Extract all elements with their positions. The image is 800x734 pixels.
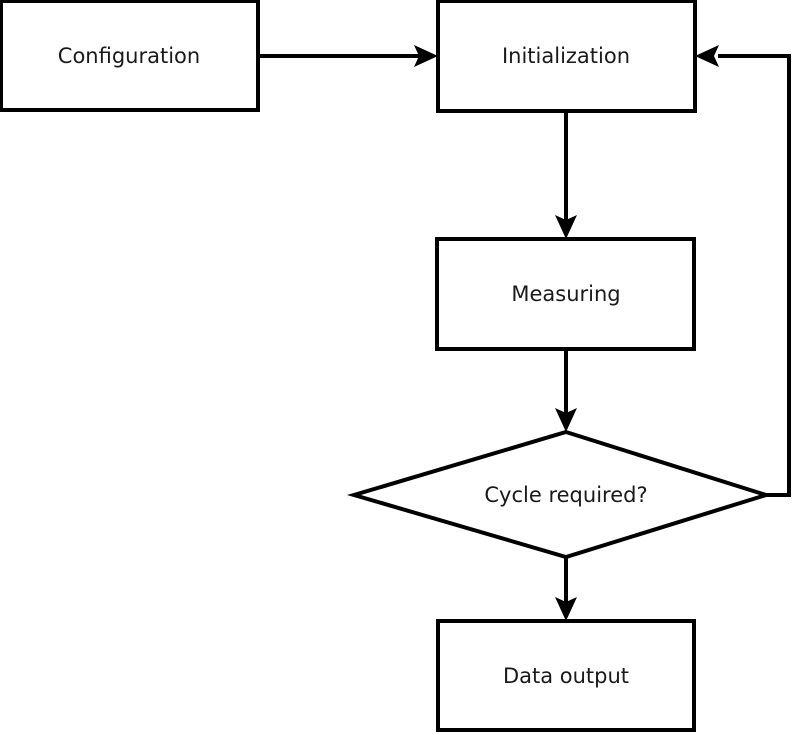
node-label-measuring: Measuring [511, 282, 620, 306]
arrowhead-right-icon [414, 45, 438, 67]
node-configuration[interactable]: Configuration [0, 0, 260, 112]
node-shape-data-output[interactable] [436, 619, 696, 732]
edge-measuring-to-cycle-required [555, 349, 577, 432]
edges-layer [258, 45, 791, 621]
node-shape-measuring[interactable] [435, 237, 696, 351]
edge-configuration-to-initialization [258, 45, 438, 67]
arrowhead-down-icon [555, 597, 577, 621]
node-shape-initialization[interactable] [436, 0, 697, 113]
edge-line-cycle-required-to-initialization-feedback [718, 54, 791, 497]
edge-initialization-to-measuring [555, 111, 577, 239]
node-cycle-required[interactable]: Cycle required? [346, 429, 773, 560]
node-label-initialization: Initialization [502, 44, 630, 68]
nodes-layer: Configuration Initialization Measuring C… [0, 0, 773, 732]
edge-cycle-required-to-initialization-feedback [695, 45, 791, 497]
arrowhead-left-icon [695, 45, 719, 67]
node-label-cycle-required: Cycle required? [484, 483, 647, 507]
node-initialization[interactable]: Initialization [436, 0, 697, 113]
arrowhead-down-icon [555, 408, 577, 432]
node-label-data-output: Data output [503, 664, 629, 688]
node-data-output[interactable]: Data output [436, 619, 696, 732]
node-measuring[interactable]: Measuring [435, 237, 696, 351]
edge-cycle-required-to-data-output [555, 557, 577, 621]
node-shape-configuration[interactable] [0, 0, 260, 112]
arrowhead-down-icon [555, 215, 577, 239]
node-label-configuration: Configuration [58, 44, 200, 68]
node-shape-cycle-required[interactable] [346, 429, 773, 560]
